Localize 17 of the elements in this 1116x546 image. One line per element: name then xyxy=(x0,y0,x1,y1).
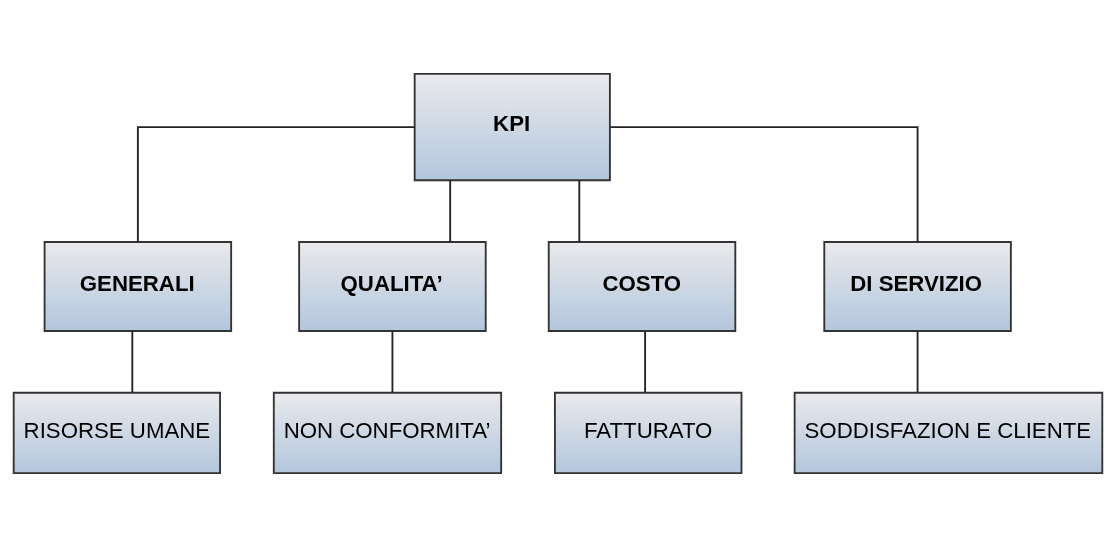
node-box: SODDISFAZION E CLIENTE xyxy=(793,391,1104,474)
node-box: QUALITA’ xyxy=(298,240,487,332)
connector xyxy=(644,329,647,393)
connector xyxy=(916,329,919,393)
node-box: DI SERVIZIO xyxy=(823,240,1012,332)
node-box: RISORSE UMANE xyxy=(12,391,221,474)
node-box: GENERALI xyxy=(43,240,233,332)
connector xyxy=(136,125,416,243)
node-box: KPI xyxy=(413,72,611,181)
node-box: COSTO xyxy=(547,240,737,332)
connector xyxy=(131,329,134,393)
node-box: FATTURATO xyxy=(554,391,743,474)
connector xyxy=(609,125,919,243)
connector xyxy=(578,179,581,243)
connector xyxy=(449,179,452,243)
node-box: NON CONFORMITA’ xyxy=(272,391,503,474)
connector xyxy=(391,329,394,393)
